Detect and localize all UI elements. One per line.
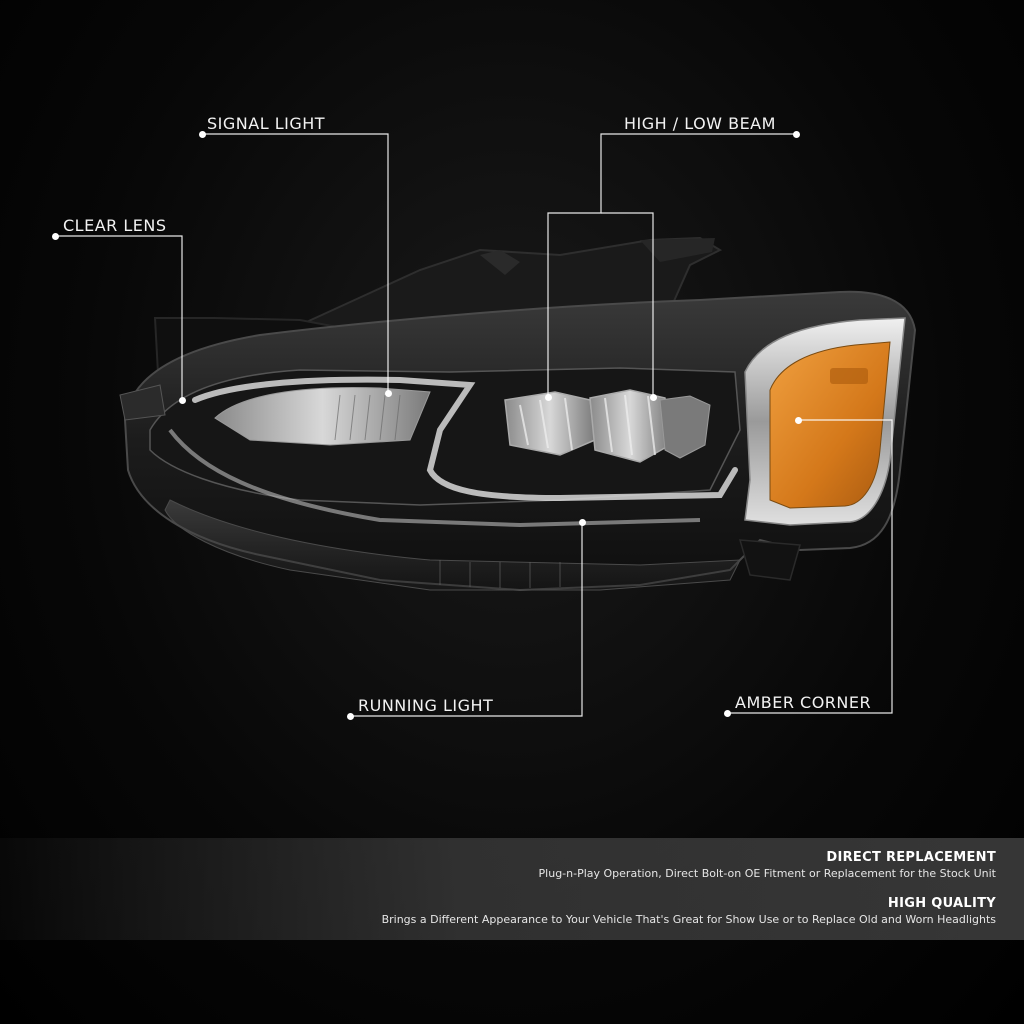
amber-corner-lens xyxy=(769,341,891,509)
feature-title: DIRECT REPLACEMENT xyxy=(826,850,996,865)
clear-lens-dot-end xyxy=(179,397,186,404)
feature-direct-replacement: DIRECT REPLACEMENT Plug-n-Play Operation… xyxy=(539,850,996,881)
lower-clear-lens xyxy=(164,499,741,591)
amber-corner-dot-end xyxy=(795,417,802,424)
high-low-beam-label: HIGH / LOW BEAM xyxy=(624,114,776,133)
feature-info-band: DIRECT REPLACEMENT Plug-n-Play Operation… xyxy=(0,838,1024,940)
clear-lens-dot-start xyxy=(52,233,59,240)
clear-lens-label: CLEAR LENS xyxy=(63,216,167,235)
amber-corner-label: AMBER CORNER xyxy=(735,693,872,712)
callout-lines xyxy=(55,133,893,717)
running-light-dot-end xyxy=(579,519,586,526)
amber-corner-dot-start xyxy=(724,710,731,717)
beam-dot-start xyxy=(793,131,800,138)
rear-connector xyxy=(738,539,801,581)
beam-dot-end-right xyxy=(650,394,657,401)
beam-dot-end-left xyxy=(545,394,552,401)
signal-light-dot-end xyxy=(385,390,392,397)
signal-light-reflector xyxy=(214,387,431,446)
feature-description: Plug-n-Play Operation, Direct Bolt-on OE… xyxy=(538,867,996,880)
running-light-label: RUNNING LIGHT xyxy=(358,696,494,715)
signal-light-dot-start xyxy=(199,131,206,138)
feature-description: Brings a Different Appearance to Your Ve… xyxy=(381,913,996,926)
feature-high-quality: HIGH QUALITY Brings a Different Appearan… xyxy=(382,896,996,927)
running-light-strip xyxy=(192,376,738,502)
led-projector-modules xyxy=(504,389,711,463)
running-light-dot-start xyxy=(347,713,354,720)
feature-title: HIGH QUALITY xyxy=(887,896,996,911)
signal-light-label: SIGNAL LIGHT xyxy=(207,114,326,133)
